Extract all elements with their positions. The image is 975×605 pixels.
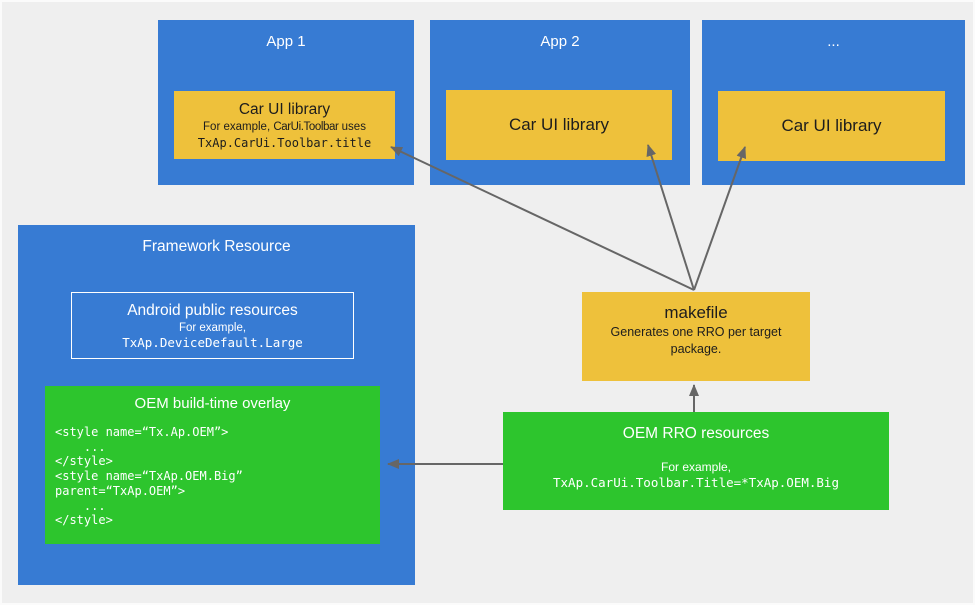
code-line: ... <box>55 439 106 454</box>
app2-box: App 2 Car UI library <box>430 20 690 185</box>
android-public-resources-title: Android public resources <box>127 301 298 319</box>
app1-car-ui-library-box: Car UI library For example, CarUi.Toolba… <box>174 91 395 159</box>
code-line: ... <box>55 498 106 513</box>
car-ui-library-resource-code: TxAp.CarUi.Toolbar.title <box>197 135 372 150</box>
app1-title: App 1 <box>266 33 306 50</box>
description-suffix: uses <box>338 120 366 133</box>
android-public-resources-code: TxAp.DeviceDefault.Large <box>122 334 303 350</box>
description-symbol: CarUi.Toolbar <box>273 120 339 133</box>
oem-build-time-overlay-title: OEM build-time overlay <box>134 395 291 412</box>
app-ellipsis-car-ui-library-box: Car UI library <box>718 91 945 161</box>
android-public-resources-subtitle: For example, <box>178 321 247 334</box>
code-line: <style name=“Tx.Ap.OEM”> <box>55 425 229 439</box>
code-line: </style> <box>55 454 113 469</box>
app-ellipsis-title: ... <box>827 33 840 50</box>
car-ui-library-title: Car UI library <box>238 100 331 118</box>
framework-resource-box: Framework Resource Android public resour… <box>18 225 415 585</box>
makefile-description: Generates one RRO per target package. <box>610 325 782 356</box>
oem-rro-resources-title: OEM RRO resources <box>622 425 770 442</box>
oem-rro-resources-box: OEM RRO resources For example, TxAp.CarU… <box>503 412 889 510</box>
car-ui-library-description: For example, CarUi.Toolbar uses <box>203 120 366 135</box>
car-ui-library-title: Car UI library <box>781 116 882 135</box>
description-prefix: For example, <box>203 120 274 133</box>
app2-title: App 2 <box>540 33 580 50</box>
oem-build-time-overlay-box: OEM build-time overlay <style name=“Tx.A… <box>45 386 380 544</box>
makefile-title: makefile <box>664 303 728 322</box>
framework-resource-title: Framework Resource <box>142 238 291 255</box>
oem-overlay-code-block: <style name=“Tx.Ap.OEM”> ... </style> <s… <box>55 425 380 528</box>
app2-car-ui-library-box: Car UI library <box>446 90 672 160</box>
car-ui-library-title: Car UI library <box>508 115 610 134</box>
app-ellipsis-box: ... Car UI library <box>702 20 965 185</box>
oem-rro-resources-subtitle: For example, <box>660 460 732 474</box>
code-line: </style> <box>55 513 113 528</box>
oem-rro-resources-code: TxAp.CarUi.Toolbar.Title=*TxAp.OEM.Big <box>553 475 839 490</box>
code-line: parent=“TxAp.OEM”> <box>55 483 186 498</box>
app1-box: App 1 Car UI library For example, CarUi.… <box>158 20 414 185</box>
makefile-box: makefile Generates one RRO per target pa… <box>582 292 810 381</box>
android-public-resources-box: Android public resources For example, Tx… <box>71 292 354 359</box>
code-line: <style name=“TxAp.OEM.Big” <box>55 469 243 484</box>
